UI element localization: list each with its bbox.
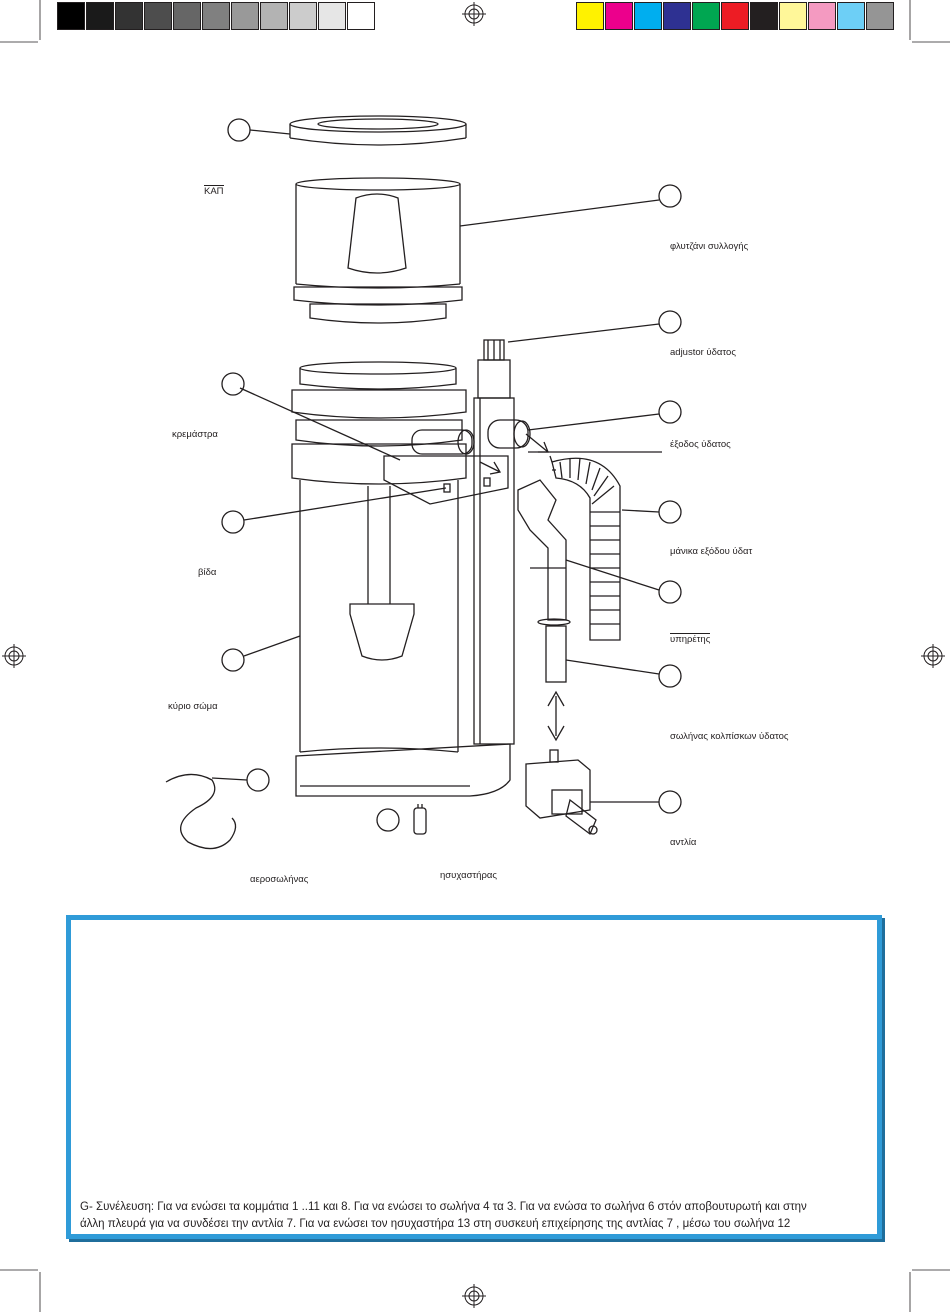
grayscale-swatch	[202, 2, 230, 30]
callouts	[211, 118, 682, 832]
label-water-adjuster: adjustor ύδατος	[670, 347, 736, 358]
process-color-swatch	[576, 2, 604, 30]
water-adjuster-column	[473, 339, 515, 745]
label-screw: βίδα	[198, 567, 217, 578]
label-water-outlet: έξοδος ύδατος	[670, 439, 731, 450]
outlet-hose	[551, 457, 621, 641]
process-color-swatch	[634, 2, 662, 30]
process-color-swatch	[866, 2, 894, 30]
process-color-swatch	[663, 2, 691, 30]
grayscale-swatch	[231, 2, 259, 30]
instruction-frame	[66, 915, 882, 1239]
label-servant: υπηρέτης	[670, 633, 711, 645]
process-color-swatch	[605, 2, 633, 30]
grayscale-swatch	[144, 2, 172, 30]
label-water-bubble-pipe: σωλήνας κολπίσκων ύδατος	[670, 731, 789, 742]
double-arrow	[547, 690, 565, 742]
instruction-line-2: άλλη πλευρά για να συνδέσει την αντλία 7…	[80, 1218, 791, 1230]
outlet-nozzles	[411, 419, 531, 455]
label-outlet-hose: μάνικα εξόδου ύδατ	[670, 546, 753, 557]
bubble-pipe	[517, 479, 571, 683]
grayscale-swatch	[347, 2, 375, 30]
grayscale-swatch	[289, 2, 317, 30]
pump	[525, 749, 598, 836]
label-cap: ΚΑΠ	[204, 185, 224, 197]
cap-ring	[289, 115, 467, 146]
grayscale-swatch	[318, 2, 346, 30]
registration-mark-bottom	[462, 1284, 486, 1308]
hanger-bracket	[239, 387, 509, 505]
label-air-tube: αεροσωλήνας	[250, 874, 309, 885]
registration-mark-top	[462, 2, 486, 26]
airline-tube	[165, 773, 237, 850]
label-collection-cup: φλυτζάνι συλλογής	[670, 241, 749, 252]
grayscale-swatch	[173, 2, 201, 30]
instruction-line-1: G- Συνέλευση: Για να ενώσει τα κομμάτια …	[80, 1201, 807, 1213]
label-silencer: ησυχαστήρας	[440, 870, 497, 881]
process-color-swatch	[779, 2, 807, 30]
label-main-body: κύριο σώμα	[168, 701, 218, 712]
process-color-swatch	[750, 2, 778, 30]
process-color-swatch	[808, 2, 836, 30]
registration-mark-right	[921, 644, 945, 668]
grayscale-swatch	[57, 2, 85, 30]
process-color-swatch	[721, 2, 749, 30]
grayscale-swatch	[86, 2, 114, 30]
process-color-swatch	[837, 2, 865, 30]
main-body	[291, 361, 511, 797]
grayscale-swatch	[115, 2, 143, 30]
process-color-swatch	[692, 2, 720, 30]
assembly-instructions: G- Συνέλευση: Για να ενώσει τα κομμάτια …	[80, 1199, 880, 1233]
registration-mark-left	[2, 644, 26, 668]
label-pump: αντλία	[670, 837, 697, 848]
silencer	[413, 804, 427, 835]
label-hanger: κρεμάστρα	[172, 429, 218, 440]
collection-cup	[293, 177, 463, 324]
grayscale-swatch	[260, 2, 288, 30]
